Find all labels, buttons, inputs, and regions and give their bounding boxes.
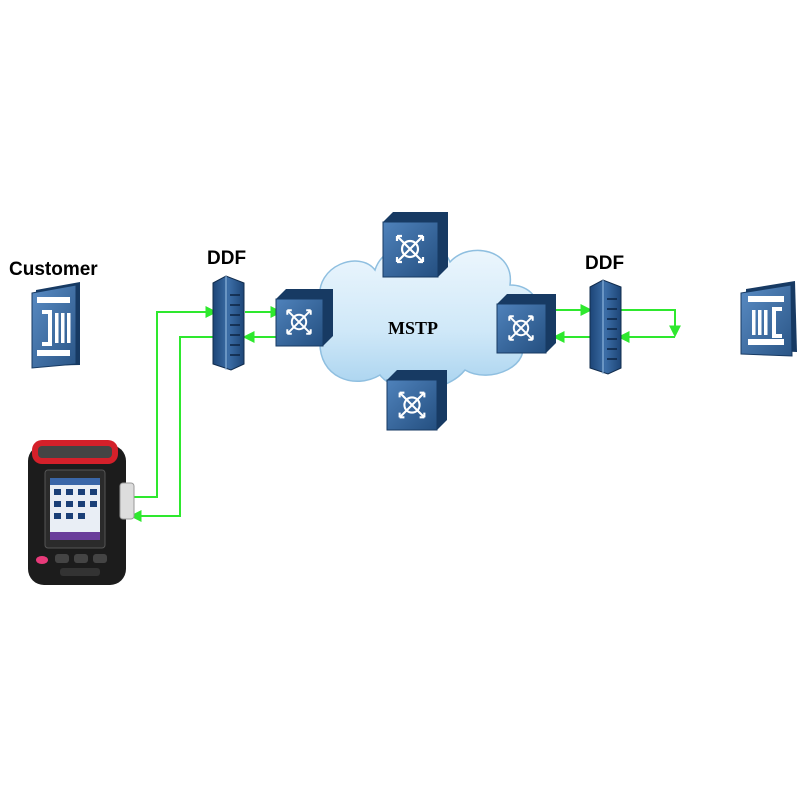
left-links [129,306,283,522]
handheld-tester-icon [28,440,135,585]
mstp-node-right-icon [496,294,556,354]
mstp-node-top-icon [382,212,448,278]
customer-terminal-icon [31,282,80,369]
mstp-node-left-icon [275,289,333,347]
customer-label: Customer [9,259,98,280]
ddf-right-icon [589,279,622,375]
mstp-node-bottom-icon [386,370,447,431]
mstp-label: MSTP [388,318,439,338]
ddf-left-icon [212,275,245,371]
remote-terminal-icon [740,281,797,357]
ddf-right-label: DDF [585,253,625,274]
ddf-left-label: DDF [207,248,247,269]
right-links [552,304,681,343]
